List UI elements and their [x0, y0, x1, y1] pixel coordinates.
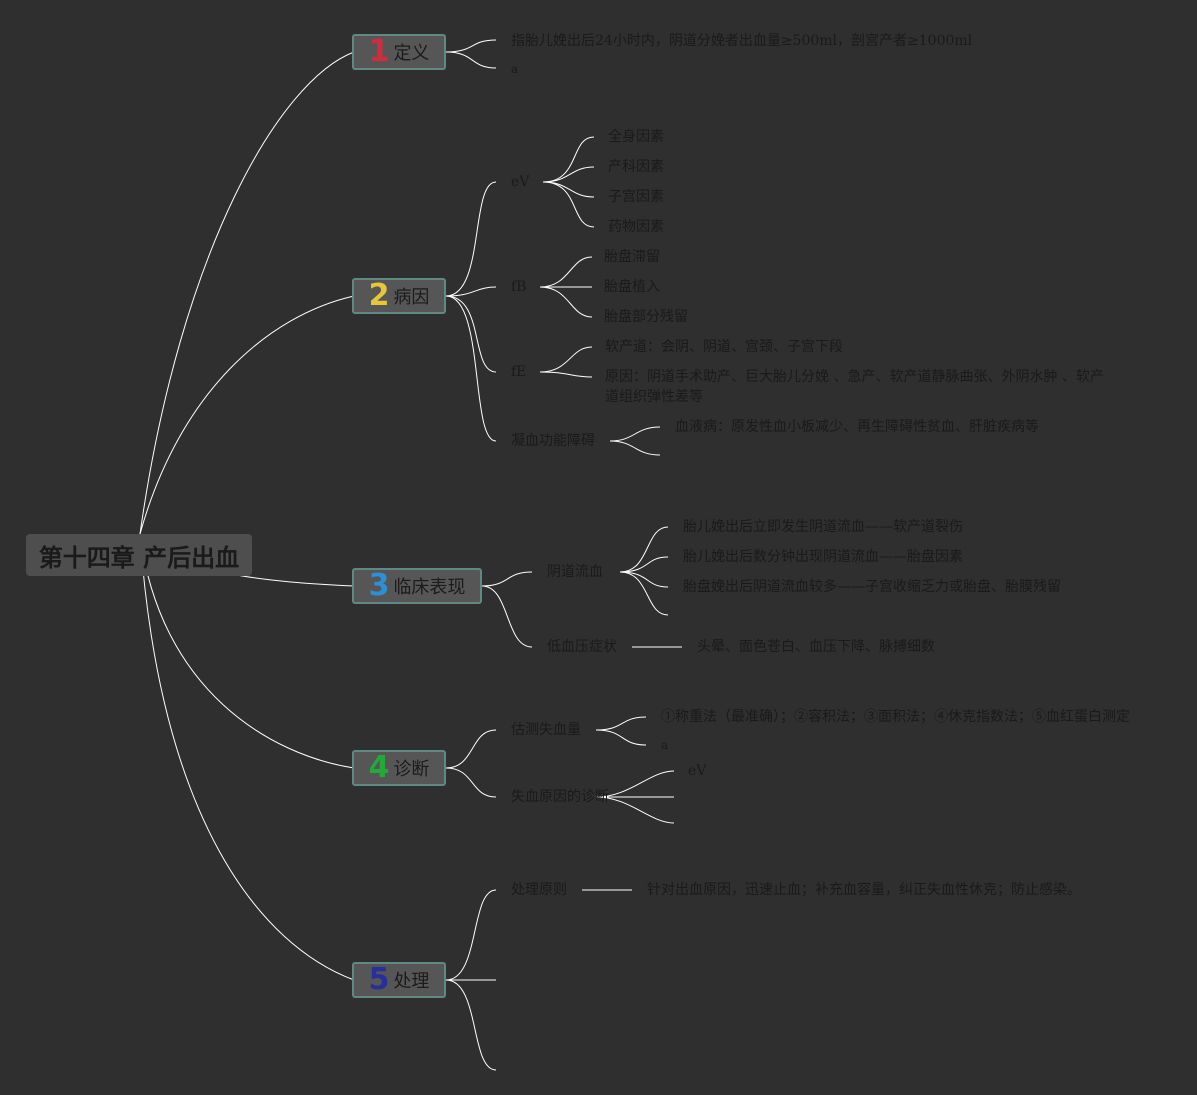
topic-label-etiology: 病因: [393, 287, 430, 308]
topic-number-2: 2: [368, 278, 390, 313]
clinical-hypotension-node[interactable]: 低血压症状: [547, 639, 617, 655]
topic-clinical[interactable]: 3 临床表现: [352, 568, 482, 604]
topic-treatment[interactable]: 5 处理: [352, 962, 446, 998]
topic-number-4: 4: [368, 750, 390, 785]
treatment-principle-item[interactable]: 针对出血原因，迅速止血；补充血容量，纠正失血性休克；防止感染。: [647, 882, 1081, 898]
topic-label-treatment: 处理: [393, 971, 430, 992]
clinical-bleeding-item[interactable]: 胎儿娩出后立即发生阴道流血——软产道裂伤: [683, 519, 963, 535]
etiology-fb-item[interactable]: 胎盘部分残留: [604, 309, 688, 325]
etiology-ev-item[interactable]: 全身因素: [608, 129, 664, 145]
etiology-fb-item[interactable]: 胎盘植入: [604, 279, 660, 295]
etiology-fb-item[interactable]: 胎盘滞留: [604, 249, 660, 265]
diagnosis-cause-node[interactable]: 失血原因的诊断: [511, 789, 609, 805]
etiology-fb-node[interactable]: fB: [511, 279, 527, 295]
etiology-ev-item[interactable]: 药物因素: [608, 219, 664, 235]
topic-etiology[interactable]: 2 病因: [352, 278, 446, 314]
etiology-fe-item[interactable]: 原因：阴道手术助产、巨大胎儿分娩 、急产、软产道静脉曲张、外阴水肿 、软产道组织…: [605, 369, 1104, 405]
diagnosis-estimate-item[interactable]: a: [661, 738, 669, 752]
topic-number-1: 1: [368, 34, 390, 69]
clinical-hypotension-item[interactable]: 头晕、面色苍白、血压下降、脉搏细数: [697, 639, 935, 655]
treatment-principle-node[interactable]: 处理原则: [511, 882, 567, 898]
etiology-fe-item[interactable]: 软产道：会阴、阴道、宫颈、子宫下段: [605, 339, 843, 355]
topic-label-clinical: 临床表现: [393, 577, 466, 598]
diagnosis-estimate-item[interactable]: ①称重法（最准确）；②容积法；③面积法；④休克指数法；⑤血红蛋白测定: [661, 709, 1130, 725]
topic-number-5: 5: [368, 962, 390, 997]
clinical-bleeding-item[interactable]: 胎盘娩出后阴道流血较多——子宫收缩乏力或胎盘、胎膜残留: [683, 579, 1061, 595]
etiology-ev-node[interactable]: eV: [511, 174, 530, 190]
diagnosis-cause-item[interactable]: eV: [688, 763, 707, 779]
definition-text[interactable]: 指胎儿娩出后24小时内，阴道分娩者出血量≥500ml，剖宫产者≥1000ml: [511, 33, 973, 49]
topic-number-3: 3: [368, 568, 390, 603]
clinical-bleeding-node[interactable]: 阴道流血: [547, 564, 603, 580]
topic-label-diagnosis: 诊断: [393, 759, 430, 780]
topic-label-definition: 定义: [393, 43, 430, 64]
definition-extra[interactable]: a: [511, 62, 519, 76]
clinical-bleeding-item[interactable]: 胎儿娩出后数分钟出现阴道流血——胎盘因素: [683, 549, 963, 565]
etiology-ev-item[interactable]: 产科因素: [608, 159, 664, 175]
etiology-ev-item[interactable]: 子宫因素: [608, 189, 664, 205]
etiology-coag-node[interactable]: 凝血功能障碍: [511, 433, 595, 449]
topic-definition[interactable]: 1 定义: [352, 34, 446, 70]
root-topic[interactable]: 第十四章 产后出血: [26, 534, 252, 576]
etiology-fe-node[interactable]: fE: [511, 364, 527, 380]
etiology-coag-item[interactable]: 血液病：原发性血小板减少、再生障碍性贫血、肝脏疾病等: [675, 419, 1039, 435]
topic-diagnosis[interactable]: 4 诊断: [352, 750, 446, 786]
root-topic-label: 第十四章 产后出血: [38, 543, 240, 572]
diagnosis-estimate-node[interactable]: 估测失血量: [511, 722, 581, 738]
